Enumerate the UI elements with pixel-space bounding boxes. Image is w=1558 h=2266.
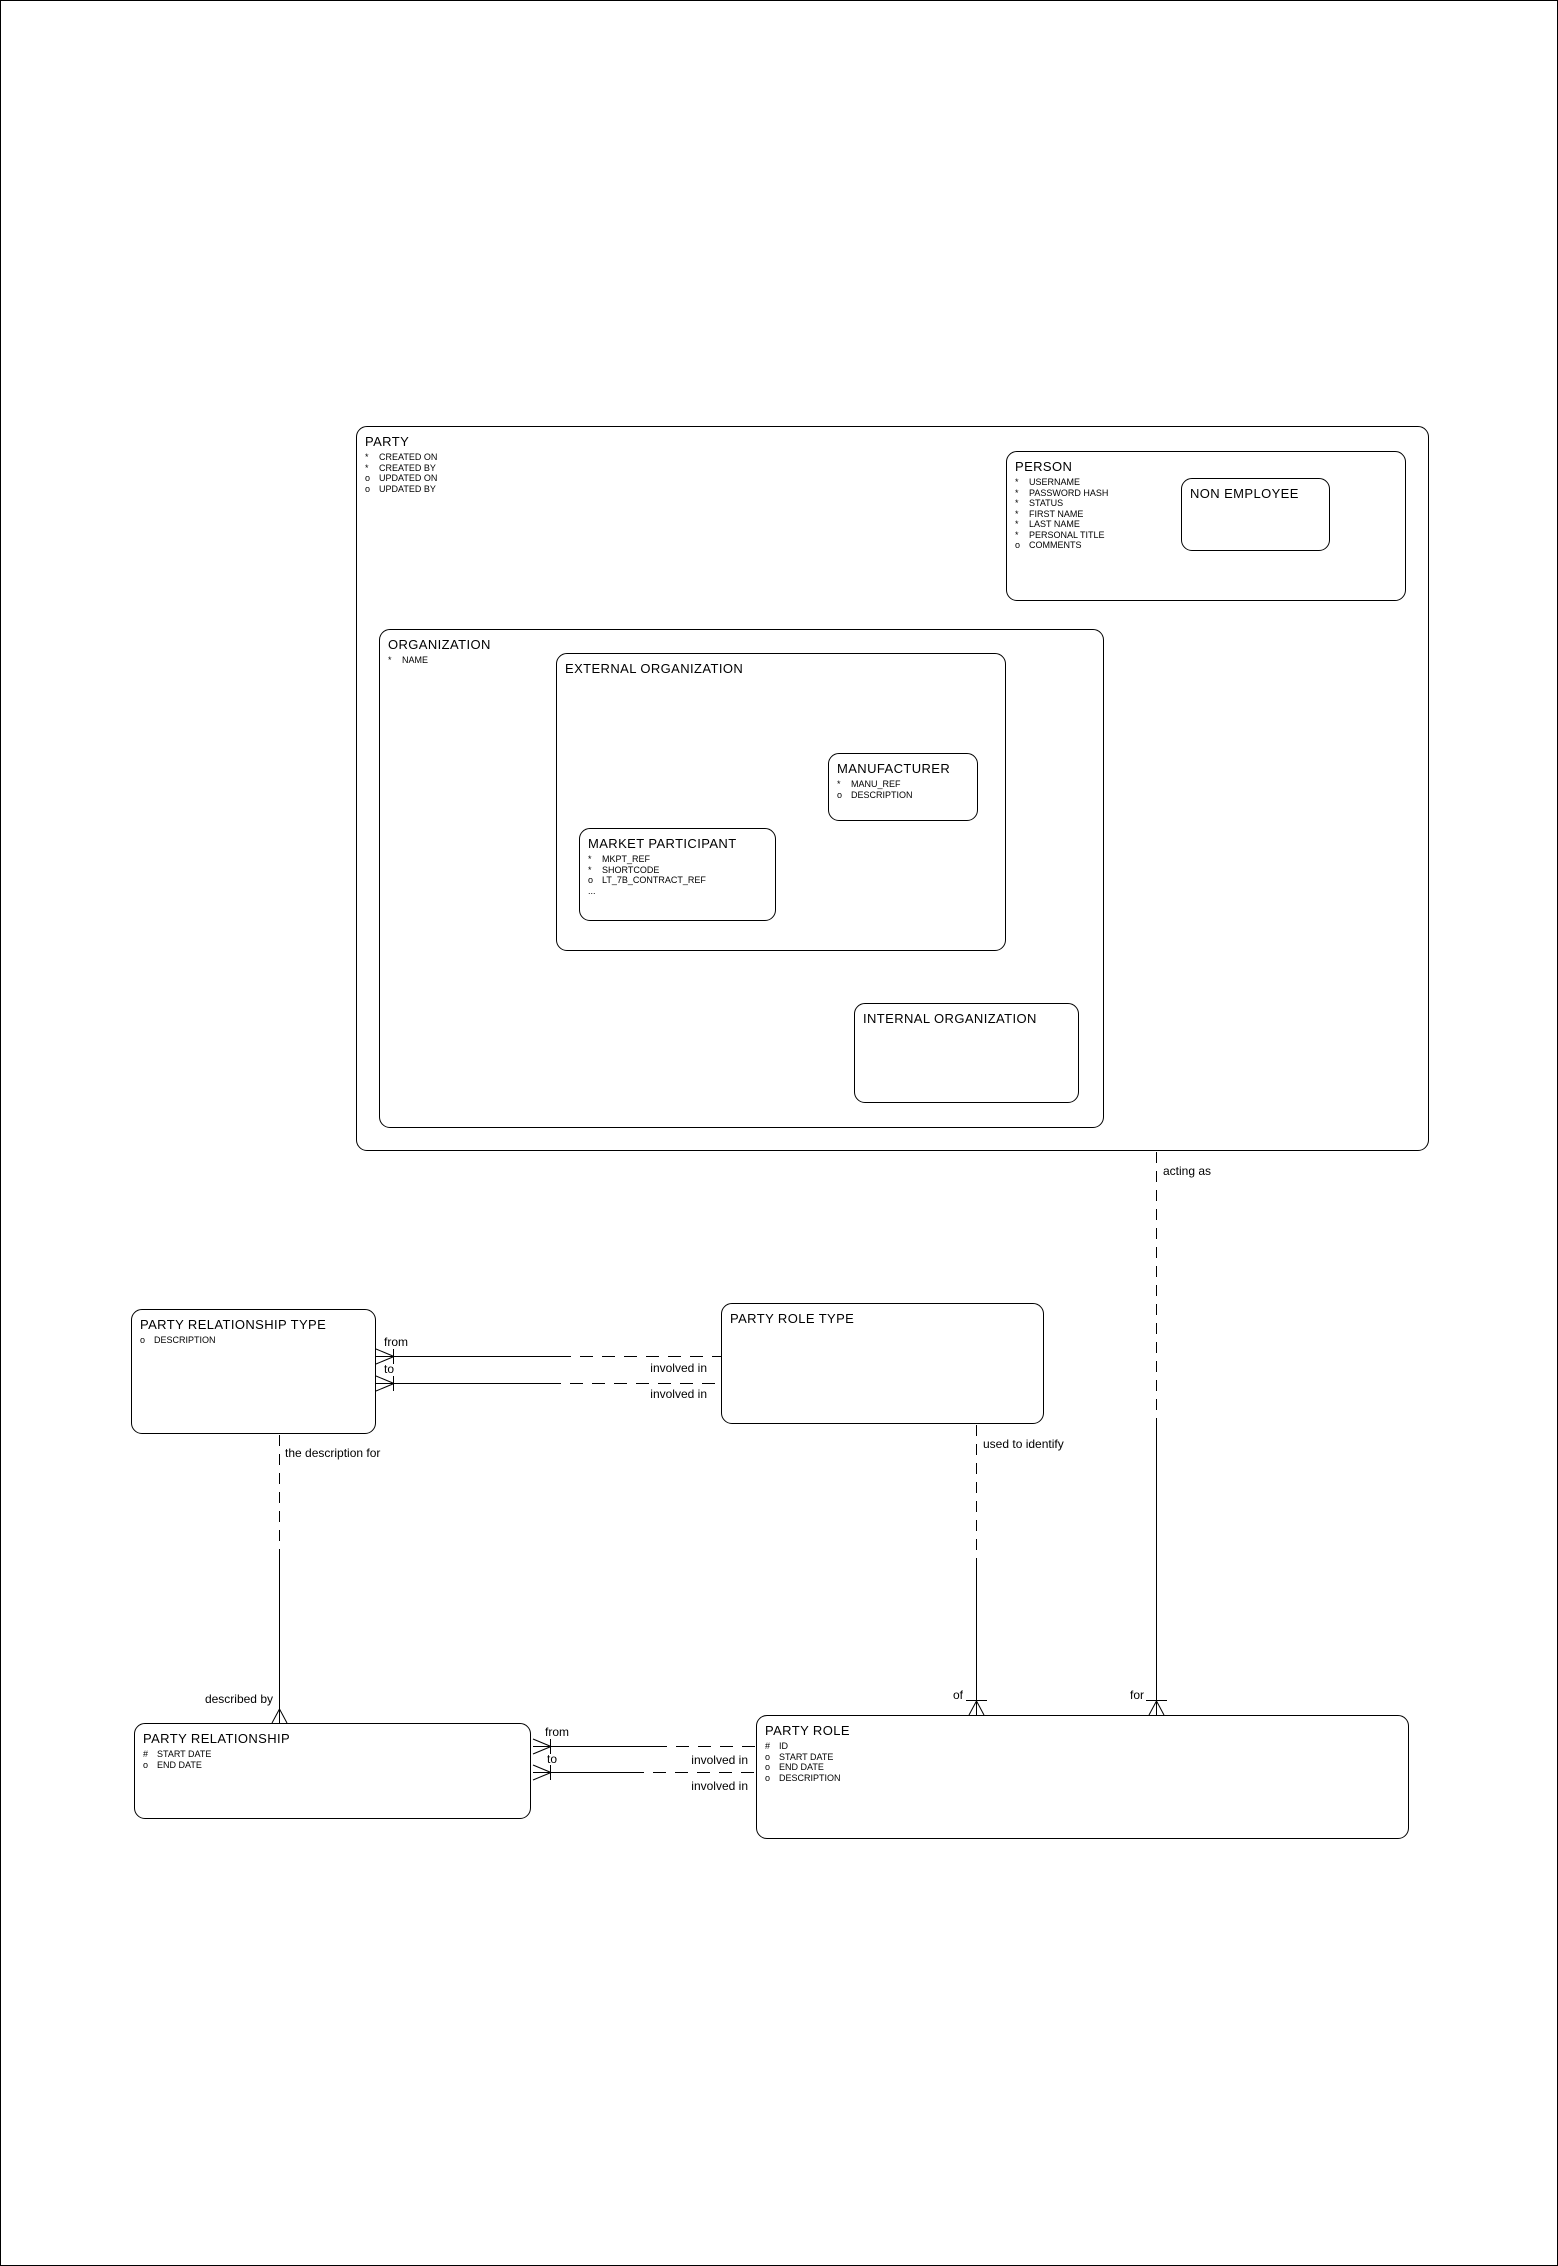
attribute-row: *SHORTCODE bbox=[588, 864, 660, 875]
rel-label-from-bottom: from bbox=[545, 1725, 569, 1739]
crows-foot-icon bbox=[375, 1375, 395, 1392]
rel-label-involved-in-bottom-a: involved in bbox=[691, 1753, 748, 1767]
attribute-row: *MKPT_REF bbox=[588, 854, 651, 864]
attribute-row: *NAME bbox=[388, 655, 429, 665]
entity-title: MANUFACTURER bbox=[837, 761, 951, 776]
relationship-description-for-described-by bbox=[271, 1435, 288, 1724]
entity-title: PARTY RELATIONSHIP bbox=[143, 1731, 291, 1746]
relationship-acting-as-for bbox=[1146, 1152, 1167, 1716]
rel-label-acting-as: acting as bbox=[1163, 1164, 1212, 1178]
crows-foot-icon bbox=[532, 1764, 552, 1781]
rel-label-the-description-for: the description for bbox=[285, 1446, 381, 1460]
entity-person: PERSON *USERNAME *PASSWORD HASH *STATUS … bbox=[1006, 451, 1406, 601]
entity-non-employee: NON EMPLOYEE bbox=[1181, 478, 1330, 551]
entity-title: MARKET PARTICIPANT bbox=[588, 836, 737, 851]
rel-label-to-bottom: to bbox=[547, 1752, 558, 1766]
attribute-row: *PASSWORD HASH bbox=[1015, 487, 1109, 498]
entity-title: PARTY RELATIONSHIP TYPE bbox=[140, 1317, 327, 1332]
relationship-used-to-identify-of bbox=[966, 1425, 987, 1716]
rel-label-used-to-identify: used to identify bbox=[983, 1437, 1064, 1451]
entity-party-role-type: PARTY ROLE TYPE bbox=[721, 1303, 1044, 1424]
attribute-row: *STATUS bbox=[1015, 498, 1064, 508]
attribute-row: #START DATE bbox=[143, 1749, 212, 1759]
attribute-row: *USERNAME bbox=[1015, 477, 1081, 487]
rel-label-involved-in-top-a: involved in bbox=[650, 1361, 707, 1375]
crows-foot-icon bbox=[271, 1708, 288, 1724]
attribute-row: *CREATED BY bbox=[365, 462, 436, 473]
crows-foot-icon bbox=[1148, 1700, 1165, 1716]
entity-market-participant: MARKET PARTICIPANT *MKPT_REF *SHORTCODE … bbox=[579, 828, 776, 921]
rel-label-from-top: from bbox=[384, 1335, 408, 1349]
attribute-row: ... bbox=[588, 885, 596, 896]
attribute-row: #ID bbox=[765, 1741, 788, 1751]
rel-label-of: of bbox=[952, 1688, 963, 1702]
entity-title: PARTY ROLE bbox=[765, 1723, 850, 1738]
rel-label-involved-in-bottom-b: involved in bbox=[691, 1779, 748, 1793]
attribute-row: *PERSONAL TITLE bbox=[1015, 529, 1105, 540]
rel-label-described-by: described by bbox=[204, 1692, 273, 1706]
attribute-row: *FIRST NAME bbox=[1015, 508, 1084, 519]
entity-internal-organization: INTERNAL ORGANIZATION bbox=[854, 1003, 1079, 1103]
rel-label-for: for bbox=[1129, 1688, 1144, 1702]
attribute-row: *MANU_REF bbox=[837, 779, 901, 789]
entity-title: EXTERNAL ORGANIZATION bbox=[565, 661, 744, 676]
entity-title: PARTY bbox=[365, 434, 410, 449]
attribute-row: *CREATED ON bbox=[365, 452, 438, 462]
entity-title: PERSON bbox=[1015, 459, 1073, 474]
rel-label-involved-in-top-b: involved in bbox=[650, 1387, 707, 1401]
attribute-row: *LAST NAME bbox=[1015, 519, 1080, 529]
rel-label-to-top: to bbox=[384, 1362, 395, 1376]
crows-foot-icon bbox=[968, 1700, 985, 1716]
entity-title: PARTY ROLE TYPE bbox=[730, 1311, 855, 1326]
entity-organization: ORGANIZATION *NAME bbox=[379, 629, 1104, 1128]
relationship-to-involved-in bbox=[532, 1764, 756, 1781]
entity-title: NON EMPLOYEE bbox=[1190, 486, 1299, 501]
entity-title: INTERNAL ORGANIZATION bbox=[863, 1011, 1037, 1026]
entity-external-organization: EXTERNAL ORGANIZATION bbox=[556, 653, 1006, 951]
relationship-from-involved-in bbox=[532, 1738, 756, 1755]
entity-title: ORGANIZATION bbox=[388, 637, 491, 652]
